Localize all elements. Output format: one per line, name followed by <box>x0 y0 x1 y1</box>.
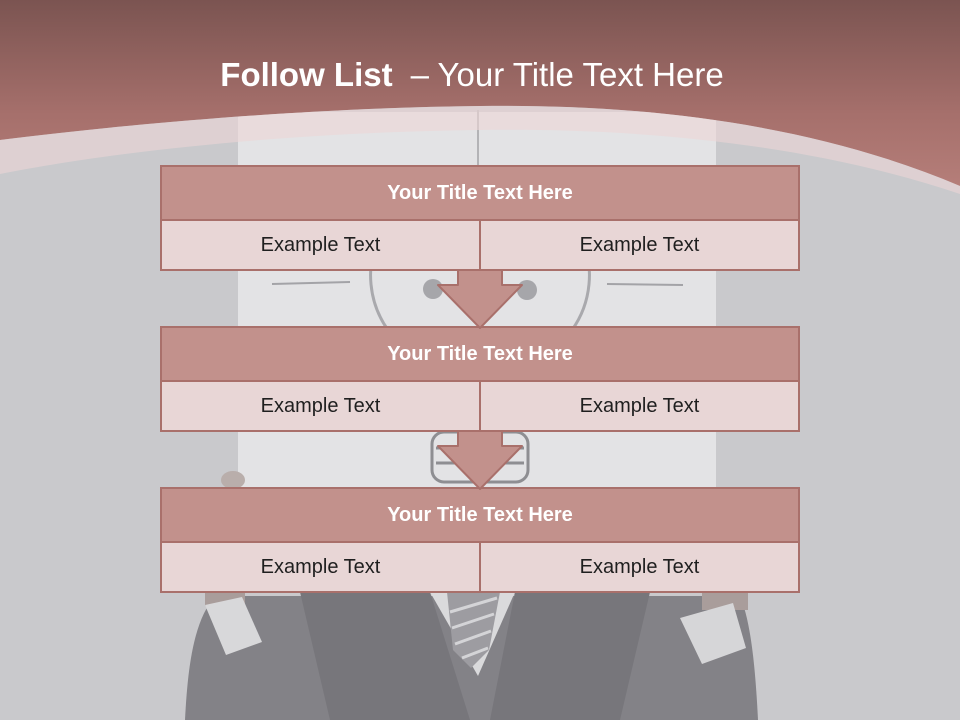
thumb <box>221 471 245 489</box>
cell-text: Example Text <box>579 394 700 417</box>
flow-block-cells-row: Example Text Example Text <box>160 382 800 432</box>
slide-title-rest: – Your Title Text Here <box>410 56 724 93</box>
cell-text: Example Text <box>579 555 700 578</box>
flow-block-2: Your Title Text Here Example Text Exampl… <box>160 326 800 432</box>
flow-block-cell-left[interactable]: Example Text <box>162 543 479 591</box>
flow-block-cell-right[interactable]: Example Text <box>479 221 798 269</box>
header-swoosh <box>0 105 960 194</box>
flow-block-1: Your Title Text Here Example Text Exampl… <box>160 165 800 271</box>
slide-title[interactable]: Follow List – Your Title Text Here <box>0 54 944 96</box>
cell-text: Example Text <box>260 233 381 256</box>
flow-block-cell-left[interactable]: Example Text <box>162 221 479 269</box>
slide-title-bold: Follow List <box>220 56 393 93</box>
flow-block-cell-left[interactable]: Example Text <box>162 382 479 430</box>
flow-block-cells-row: Example Text Example Text <box>160 543 800 593</box>
cell-text: Example Text <box>260 555 381 578</box>
flow-block-title: Your Title Text Here <box>387 181 573 204</box>
header-banner <box>0 0 960 186</box>
flow-block-title-row[interactable]: Your Title Text Here <box>160 165 800 221</box>
flow-block-title-row[interactable]: Your Title Text Here <box>160 326 800 382</box>
flow-block-cell-right[interactable]: Example Text <box>479 543 798 591</box>
businessman-figure <box>185 592 758 720</box>
cell-text: Example Text <box>260 394 381 417</box>
flow-block-cells-row: Example Text Example Text <box>160 221 800 271</box>
flow-block-3: Your Title Text Here Example Text Exampl… <box>160 487 800 593</box>
flow-block-title: Your Title Text Here <box>387 503 573 526</box>
flow-block-cell-right[interactable]: Example Text <box>479 382 798 430</box>
flow-block-title-row[interactable]: Your Title Text Here <box>160 487 800 543</box>
cell-text: Example Text <box>579 233 700 256</box>
flow-block-title: Your Title Text Here <box>387 342 573 365</box>
